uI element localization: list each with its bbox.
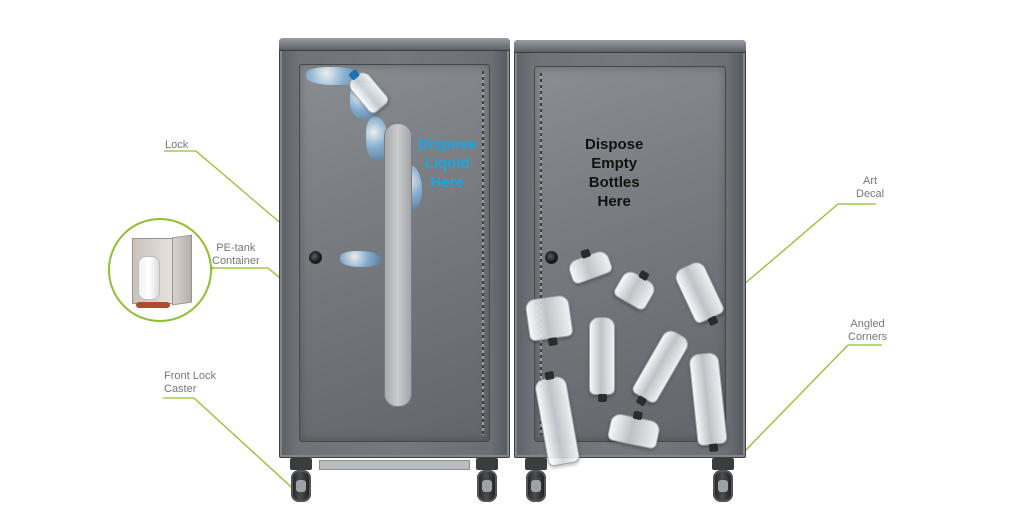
cabinet-top bbox=[279, 38, 510, 51]
liquid-disposal-slot[interactable] bbox=[384, 123, 412, 407]
cabinet-top bbox=[514, 40, 746, 53]
pe-tank-inset-photo bbox=[108, 218, 212, 322]
caster-wheel bbox=[470, 458, 504, 504]
callout-front-lock-caster: Front Lock Caster bbox=[164, 370, 216, 395]
crushed-bottle-art bbox=[611, 268, 659, 312]
bottle-disposal-cabinet: Dispose Empty Bottles Here bbox=[514, 40, 746, 468]
hinge-strip bbox=[540, 73, 542, 435]
cabinet-door: Dispose Liquid Here bbox=[299, 64, 490, 442]
pe-tank bbox=[138, 256, 160, 300]
inset-wheels bbox=[136, 302, 170, 308]
callout-angled-corners: Angled Corners bbox=[848, 318, 888, 343]
crushed-bottle-art bbox=[672, 258, 726, 327]
caster-wheel bbox=[519, 458, 553, 504]
dispose-bottles-label: Dispose Empty Bottles Here bbox=[585, 136, 644, 210]
hinge-strip bbox=[482, 71, 484, 435]
callout-art-decal: Art Decal bbox=[856, 175, 885, 200]
crushed-bottle-art bbox=[688, 351, 728, 453]
front-lock-caster bbox=[284, 458, 318, 504]
water-splash-art bbox=[366, 117, 388, 161]
caster-wheel bbox=[706, 458, 740, 504]
open-door bbox=[172, 234, 192, 306]
crushed-bottle-art bbox=[589, 317, 615, 402]
crushed-bottle-art bbox=[524, 294, 574, 347]
lock-icon[interactable] bbox=[545, 251, 558, 264]
cabinet-door: Dispose Empty Bottles Here bbox=[524, 66, 728, 468]
liquid-disposal-cabinet: Dispose Liquid Here bbox=[279, 38, 510, 470]
callout-lock: Lock bbox=[165, 139, 189, 151]
crushed-bottle-art bbox=[630, 326, 692, 407]
base-bar bbox=[319, 460, 470, 470]
lock-icon[interactable] bbox=[309, 251, 322, 264]
dispose-liquid-label: Dispose Liquid Here bbox=[418, 136, 477, 191]
water-splash-art bbox=[340, 251, 382, 267]
callout-pe-tank: PE-tank Container bbox=[212, 242, 260, 267]
angled-corners-leader bbox=[741, 344, 882, 455]
crushed-bottle-art bbox=[566, 248, 614, 286]
